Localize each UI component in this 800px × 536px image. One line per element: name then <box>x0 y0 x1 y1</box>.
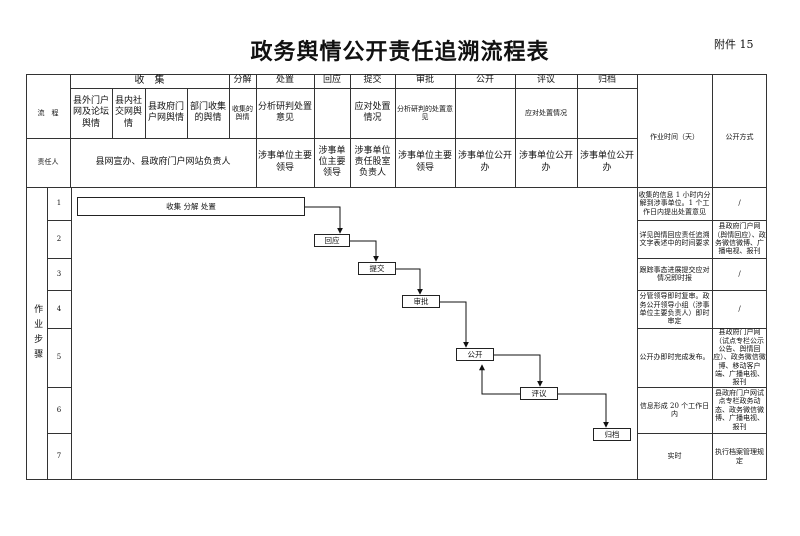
rule <box>637 387 767 388</box>
step-publish-mode: 县政府门户网（试点专栏公示公告、舆情回应）、政务微信微博、移动客户端、广播电视、… <box>713 328 766 387</box>
rule <box>637 290 767 291</box>
process-outside-forums: 县外门户网及论坛舆情 <box>72 96 109 129</box>
rule <box>47 258 71 259</box>
rule <box>637 220 767 221</box>
responsible-publish: 涉事单位公开办 <box>457 151 512 173</box>
step-number: 2 <box>56 234 62 243</box>
header-publish: 公开 <box>475 75 494 86</box>
process-approve: 分析研判的处置意见 <box>397 104 453 121</box>
rule <box>70 88 637 89</box>
step-work-time: 收集的信息 1 小时内分解到涉事单位。1 个工作日内提出处置意见 <box>638 190 711 216</box>
header-evaluate: 评议 <box>536 75 555 86</box>
header-approve: 审批 <box>415 75 434 86</box>
header-respond: 回应 <box>322 75 341 86</box>
annex-number: 附件 15 <box>714 38 754 51</box>
step-publish-mode: 执行档案管理规定 <box>715 448 764 465</box>
step-number: 6 <box>56 405 62 414</box>
flow-node-approve: 审批 <box>402 295 440 308</box>
steps-label: 作业步骤 <box>32 303 43 364</box>
rule <box>577 74 578 188</box>
rule <box>47 387 71 388</box>
flow-node-respond: 回应 <box>314 234 350 247</box>
process-handle: 分析研判处置意见 <box>257 101 312 123</box>
responsible-evaluate: 涉事单位公开办 <box>518 151 573 173</box>
rule <box>47 328 71 329</box>
rule <box>47 187 48 480</box>
step-work-time: 详见舆情回应责任追溯文字表述中的时间要求 <box>639 230 710 247</box>
process-analyze: 收集的舆情 <box>232 104 253 121</box>
row-label-responsible: 责任人 <box>37 158 59 167</box>
rule <box>637 433 767 434</box>
step-work-time: 分管领导即时复审。政务公开领导小组（涉事单位主要负责人）即时审定 <box>639 292 710 326</box>
rule <box>229 74 230 138</box>
responsible-archive: 涉事单位公开办 <box>579 151 634 173</box>
rule <box>47 290 71 291</box>
rule <box>26 187 767 188</box>
step-publish-mode: / <box>738 199 741 208</box>
responsible-respond: 涉事单位主要领导 <box>318 145 346 179</box>
header-publish-mode: 公开方式 <box>725 133 754 142</box>
rule <box>47 220 71 221</box>
header-collect: 收 集 <box>134 74 165 86</box>
step-work-time: 实时 <box>667 452 682 461</box>
process-submit: 应对处置情况 <box>354 101 391 123</box>
header-handle: 处置 <box>275 75 294 86</box>
step-number: 4 <box>56 304 62 313</box>
step-number: 5 <box>56 353 62 362</box>
header-analyze: 分解 <box>233 75 252 86</box>
step-publish-mode: / <box>738 304 741 313</box>
step-number: 1 <box>56 199 62 208</box>
rule <box>70 74 71 188</box>
responsible-approve: 涉事单位主要领导 <box>397 151 452 173</box>
rule <box>71 187 72 480</box>
flow-node-publish: 公开 <box>456 348 494 361</box>
step-publish-mode: 县政府门户网（舆情回应）、政务微信微博、广播电视、报刊 <box>713 222 766 256</box>
process-gov-portal: 县政府门户网舆情 <box>147 101 184 123</box>
responsible-handle: 涉事单位主要领导 <box>257 151 312 173</box>
flow-node-submit: 提交 <box>358 262 396 275</box>
rule <box>47 433 71 434</box>
step-work-time: 跟踪事态进展提交应对情况即时报 <box>639 265 710 282</box>
responsible-collect: 县网宣办、县政府门户网站负责人 <box>95 156 231 167</box>
rule <box>712 74 713 480</box>
process-social-network: 县内社交网舆情 <box>114 96 142 129</box>
step-work-time: 信息形成 20 个工作日内 <box>639 401 710 418</box>
rule <box>637 74 638 480</box>
rule <box>112 88 113 138</box>
rule <box>515 74 516 188</box>
flow-node-archive: 归档 <box>593 428 631 441</box>
flow-node-collect-analyze-handle: 收集 分解 处置 <box>77 197 305 216</box>
rule <box>314 74 315 188</box>
step-number: 3 <box>56 269 62 278</box>
rule <box>455 74 456 188</box>
flow-node-evaluate: 评议 <box>520 387 558 400</box>
row-label-process: 流 程 <box>37 108 59 117</box>
rule <box>187 88 188 138</box>
rule <box>637 258 767 259</box>
rule <box>350 74 351 188</box>
header-archive: 归档 <box>597 75 616 86</box>
step-number: 7 <box>56 452 62 461</box>
rule <box>637 328 767 329</box>
process-evaluate: 应对处置情况 <box>525 108 567 117</box>
header-work-time: 作业时间（天） <box>650 133 699 142</box>
responsible-submit: 涉事单位责任股室负责人 <box>354 145 391 179</box>
rule <box>395 74 396 188</box>
page-title: 政务舆情公开责任追溯流程表 <box>250 39 550 65</box>
process-dept-collected: 部门收集的舆情 <box>189 101 226 123</box>
step-work-time: 公开办即时完成发布。 <box>639 353 710 362</box>
rule <box>26 138 637 139</box>
responsibility-flow-table <box>26 74 767 480</box>
rule <box>256 74 257 188</box>
step-publish-mode: / <box>738 269 741 278</box>
step-publish-mode: 县政府门户网试点专栏政务动态、政务微信微博、广播电视、报刊 <box>715 389 764 431</box>
rule <box>145 88 146 138</box>
header-submit: 提交 <box>363 75 382 86</box>
